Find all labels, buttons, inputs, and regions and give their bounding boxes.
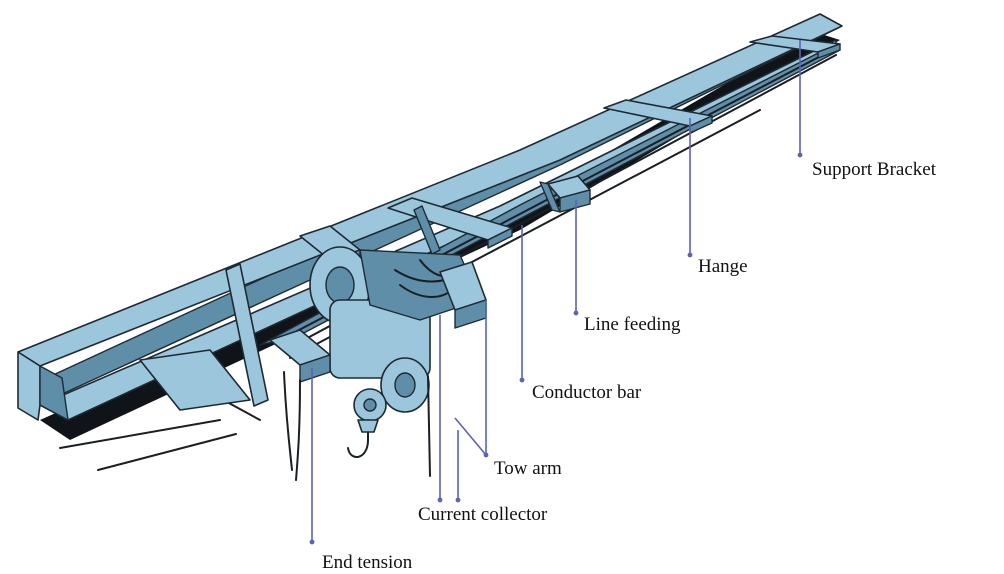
hoist-trolley: [59, 225, 487, 481]
line-feeding-box: [539, 175, 591, 213]
label-hange: Hange: [698, 256, 748, 277]
leader-lines: [309, 40, 803, 545]
label-current-collector: Current collector: [418, 504, 548, 525]
label-line-feeding: Line feeding: [584, 314, 681, 335]
diagram-labels: Support Bracket Hange Line feeding Condu…: [322, 159, 937, 573]
support-bracket-near: [387, 197, 513, 255]
label-conductor-bar: Conductor bar: [532, 382, 642, 403]
label-support-bracket: Support Bracket: [812, 159, 937, 180]
support-bracket-far: [749, 35, 841, 59]
label-end-tension: End tension: [322, 552, 413, 573]
leader-tow-arm-2: [454, 417, 487, 456]
label-tow-arm: Tow arm: [494, 458, 562, 479]
